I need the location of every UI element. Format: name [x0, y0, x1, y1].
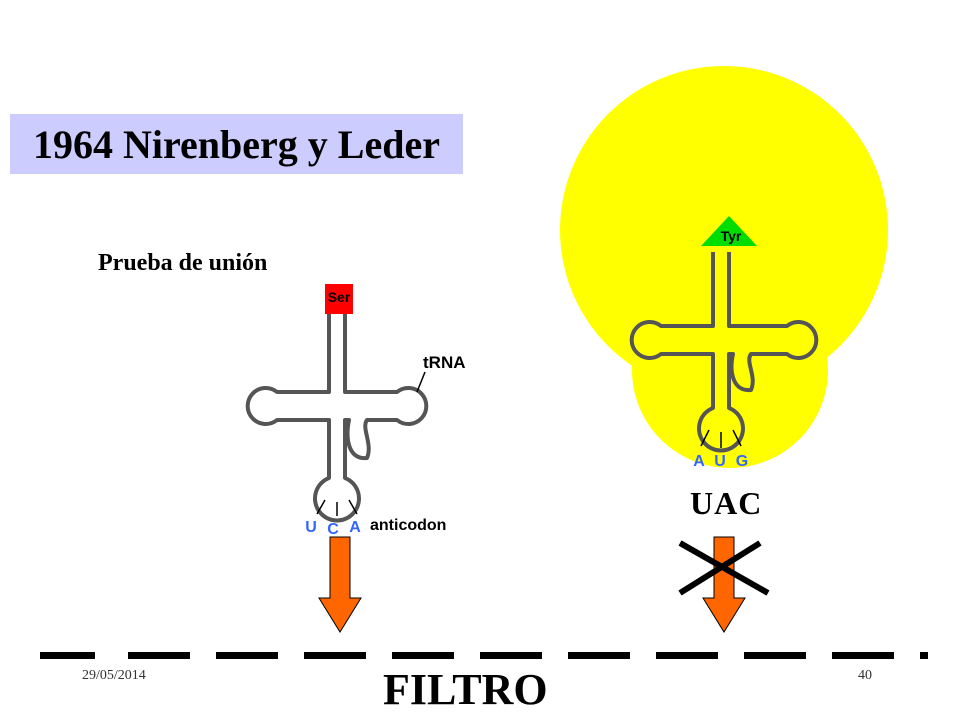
ser-label: Ser — [328, 289, 351, 305]
base-left-a: A — [349, 519, 361, 536]
cross-mark-icon — [678, 540, 770, 596]
trna-right: Tyr — [629, 216, 819, 453]
base-left-c: C — [327, 521, 339, 538]
base-right-g: G — [736, 453, 748, 470]
trna-label: tRNA — [423, 353, 466, 372]
base-left-u: U — [305, 519, 317, 536]
arrow-left — [318, 536, 362, 633]
yellow-highlight — [560, 66, 888, 468]
tyr-label: Tyr — [721, 228, 742, 244]
codon-leg-a — [700, 429, 710, 447]
anticodon-leg-u — [316, 499, 326, 515]
codon-leg-g — [732, 429, 742, 447]
trna-right-outline — [629, 252, 819, 453]
filter-line — [40, 652, 928, 659]
page-number: 40 — [858, 668, 872, 683]
anticodon-leg-a — [348, 499, 358, 515]
trna-leader-line — [416, 371, 426, 393]
tyr-triangle — [701, 216, 757, 246]
base-right-u: U — [714, 453, 726, 470]
base-right-a: A — [693, 453, 705, 470]
filter-label: FILTRO — [383, 665, 548, 714]
codon-label: UAC — [690, 485, 763, 521]
footer-date: 29/05/2014 — [82, 668, 146, 683]
trna-left: Ser — [245, 284, 429, 523]
ser-box — [325, 284, 353, 314]
subtitle: Prueba de unión — [98, 250, 268, 276]
arrow-right — [702, 536, 746, 633]
title-box: 1964 Nirenberg y Leder — [10, 114, 463, 174]
trna-left-outline — [245, 312, 429, 523]
page-title: 1964 Nirenberg y Leder — [33, 121, 440, 167]
anticodon-label: anticodon — [370, 517, 446, 534]
